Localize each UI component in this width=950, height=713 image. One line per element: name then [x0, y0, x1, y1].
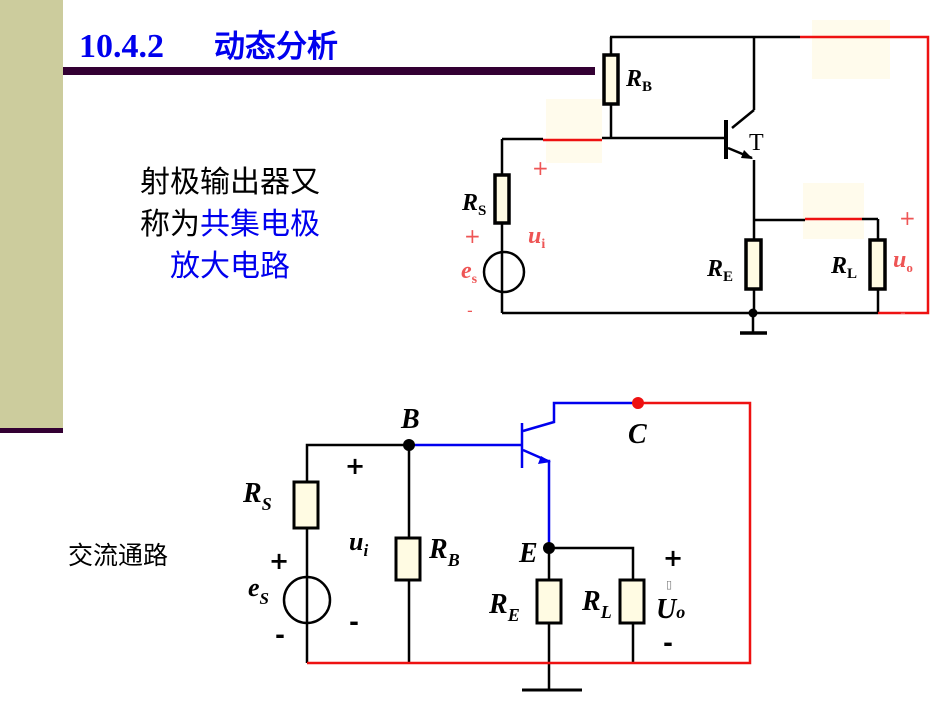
resistor-re	[744, 238, 763, 291]
ac-label-rs: RS	[242, 478, 272, 514]
resistor-rb	[602, 53, 620, 106]
ac-missing-glyph: ▯	[666, 578, 672, 591]
minus-sign-es: -	[467, 301, 473, 320]
sidebar-divider	[0, 428, 63, 433]
ac-left-wire	[305, 443, 409, 663]
ac-minus-es: -	[275, 621, 285, 649]
sidebar-decoration	[0, 0, 63, 428]
node-c-dot	[632, 397, 644, 409]
label-ui: ui	[528, 223, 545, 252]
node-e-label: E	[518, 538, 538, 569]
top-resistors	[493, 53, 887, 291]
top-wires	[500, 35, 880, 335]
ac-collector-wire	[522, 401, 638, 433]
ac-label-rl: RL	[581, 586, 612, 622]
plus-sign-es: +	[464, 224, 481, 248]
ac-path-label: 交流通路	[68, 541, 169, 570]
ac-emitter-wire	[522, 448, 551, 548]
label-rb: RB	[625, 66, 652, 95]
ac-label-re: RE	[488, 589, 520, 625]
description-text: 射极输出器又 称为共集电极 放大电路	[100, 162, 360, 288]
top-output-path	[543, 35, 930, 315]
note-box-emitter	[803, 183, 864, 239]
label-transistor: T	[749, 130, 764, 156]
ac-plus-ui: +	[345, 452, 365, 480]
section-number: 10.4.2	[79, 28, 164, 65]
ac-resistor-rb	[394, 536, 422, 582]
ac-emitter-arrow-icon	[538, 456, 551, 464]
bottom-resistors	[292, 480, 646, 625]
bottom-wires	[305, 443, 635, 692]
minus-sign-uo: -	[900, 303, 906, 322]
ac-resistor-rl	[618, 578, 646, 625]
junction-dot	[748, 308, 758, 318]
ac-minus-uo: -	[663, 629, 673, 657]
output-loop-wire	[800, 35, 930, 315]
ac-resistor-rs	[292, 480, 320, 530]
emitter-arrow-icon	[741, 150, 753, 159]
ac-red-path	[307, 401, 752, 665]
ac-blue-path	[409, 401, 638, 548]
description-line-3: 放大电路	[170, 249, 290, 284]
ac-voltage-source-icon	[282, 575, 332, 625]
ac-resistor-re	[535, 578, 563, 625]
resistor-rl	[868, 238, 887, 291]
label-uo: uo	[893, 247, 913, 275]
ac-plus-es: +	[269, 547, 289, 575]
description-prefix: 称为	[140, 207, 200, 242]
ac-output-loop-wire	[307, 401, 752, 665]
voltage-source-icon	[482, 250, 526, 294]
ac-label-rb: RB	[428, 534, 460, 570]
ac-label-uo: Uo	[656, 594, 685, 625]
ac-rl-wire	[549, 546, 635, 663]
label-rs: RS	[461, 190, 486, 219]
ac-plus-uo: +	[663, 544, 683, 572]
plus-sign-ui: +	[532, 156, 549, 180]
page-title: 10.4.2 动态分析	[79, 24, 338, 68]
note-box-base	[546, 99, 602, 163]
node-b-dot	[403, 439, 415, 451]
description-line-2: 称为共集电极	[100, 204, 360, 246]
ac-label-ui: ui	[349, 527, 368, 560]
node-c-label: C	[628, 419, 647, 450]
label-es: es	[461, 258, 478, 287]
label-rl: RL	[830, 253, 857, 282]
note-box-collector	[812, 20, 890, 79]
node-b-label: B	[400, 404, 420, 435]
plus-sign-uo: +	[899, 206, 916, 230]
section-title: 动态分析	[214, 29, 338, 65]
resistor-rs	[493, 173, 511, 225]
node-e-dot	[543, 542, 555, 554]
transistor-collector-leg	[731, 109, 755, 129]
label-re: RE	[706, 256, 733, 285]
ac-minus-ui: -	[349, 608, 359, 636]
ac-label-es: eS	[248, 573, 269, 608]
description-highlight: 共集电极	[200, 207, 320, 242]
title-divider	[63, 67, 595, 75]
description-line-1: 射极输出器又	[140, 165, 320, 200]
